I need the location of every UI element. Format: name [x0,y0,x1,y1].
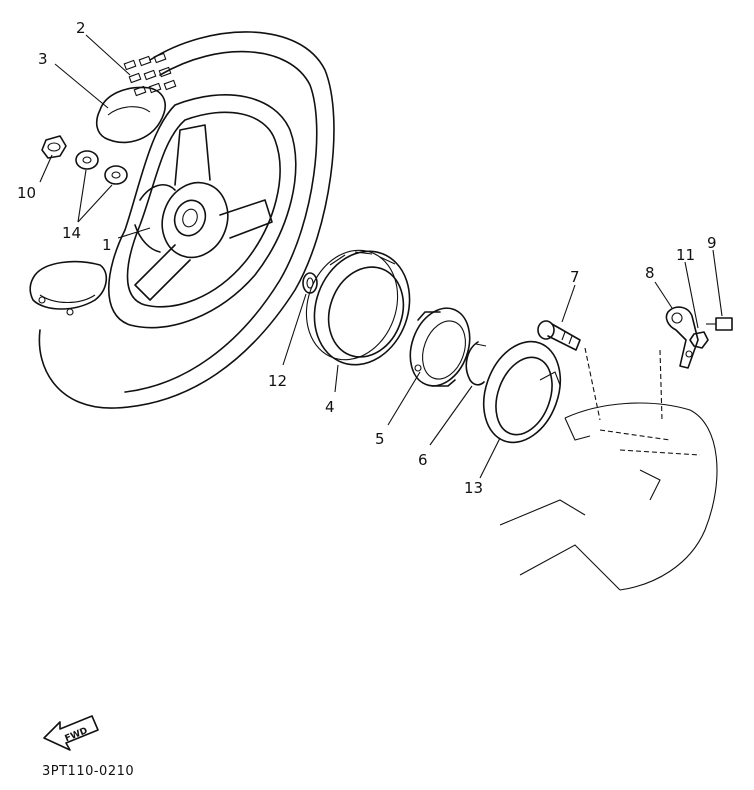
callout-8: 8 [645,264,655,282]
spoke-top [174,124,211,186]
brake-shoes-part-5 [409,307,471,387]
callout-10: 10 [17,184,36,202]
callout-1: 1 [102,236,112,254]
callout-4: 4 [325,398,335,416]
brake-drum-part-13 [482,340,562,444]
callout-7: 7 [570,268,580,286]
rim-inner [126,111,281,308]
hub-outer [161,181,229,259]
bolt-part-9 [706,317,733,331]
fwd-arrow: FWD [43,715,99,751]
fwd-label: FWD [64,726,90,744]
callout-12: 12 [268,372,287,390]
callout-14: 14 [62,224,81,242]
callout-11: 11 [676,246,695,264]
callout-9: 9 [707,234,717,252]
tire-outer [38,31,335,409]
tire-cutaway-bottom [29,260,108,310]
camshaft-part-7 [537,320,601,421]
engine-case-outline [499,402,718,591]
spoke-left [134,244,191,301]
spring-part-6 [465,341,487,386]
callout-2: 2 [76,19,86,37]
tire-cutaway-top [95,86,166,144]
fwd-arrow-icon [43,715,99,751]
camshaft-lever-part-8 [659,306,699,421]
diagram-code: 3PT110-0210 [42,764,134,779]
leader-lines [39,34,723,479]
rim-outer [107,94,297,329]
wheel-assembly [29,31,335,409]
brake-shoe-plate-part-4 [305,249,411,366]
washer-part-14b [104,165,128,185]
hub-inner [173,199,207,237]
spoke-right [219,199,273,239]
nut-part-10 [41,135,67,159]
nut-part-11 [689,331,709,349]
callout-13: 13 [464,479,483,497]
tire-tread [123,52,177,97]
tire-inner-edge [124,50,318,393]
seal-part-12 [302,272,318,294]
callout-6: 6 [418,451,428,469]
callout-5: 5 [375,430,385,448]
washer-part-14a [75,150,99,170]
callout-labels: 2 3 10 14 1 12 4 5 6 13 7 8 11 9 [17,19,717,497]
callout-3: 3 [38,50,48,68]
